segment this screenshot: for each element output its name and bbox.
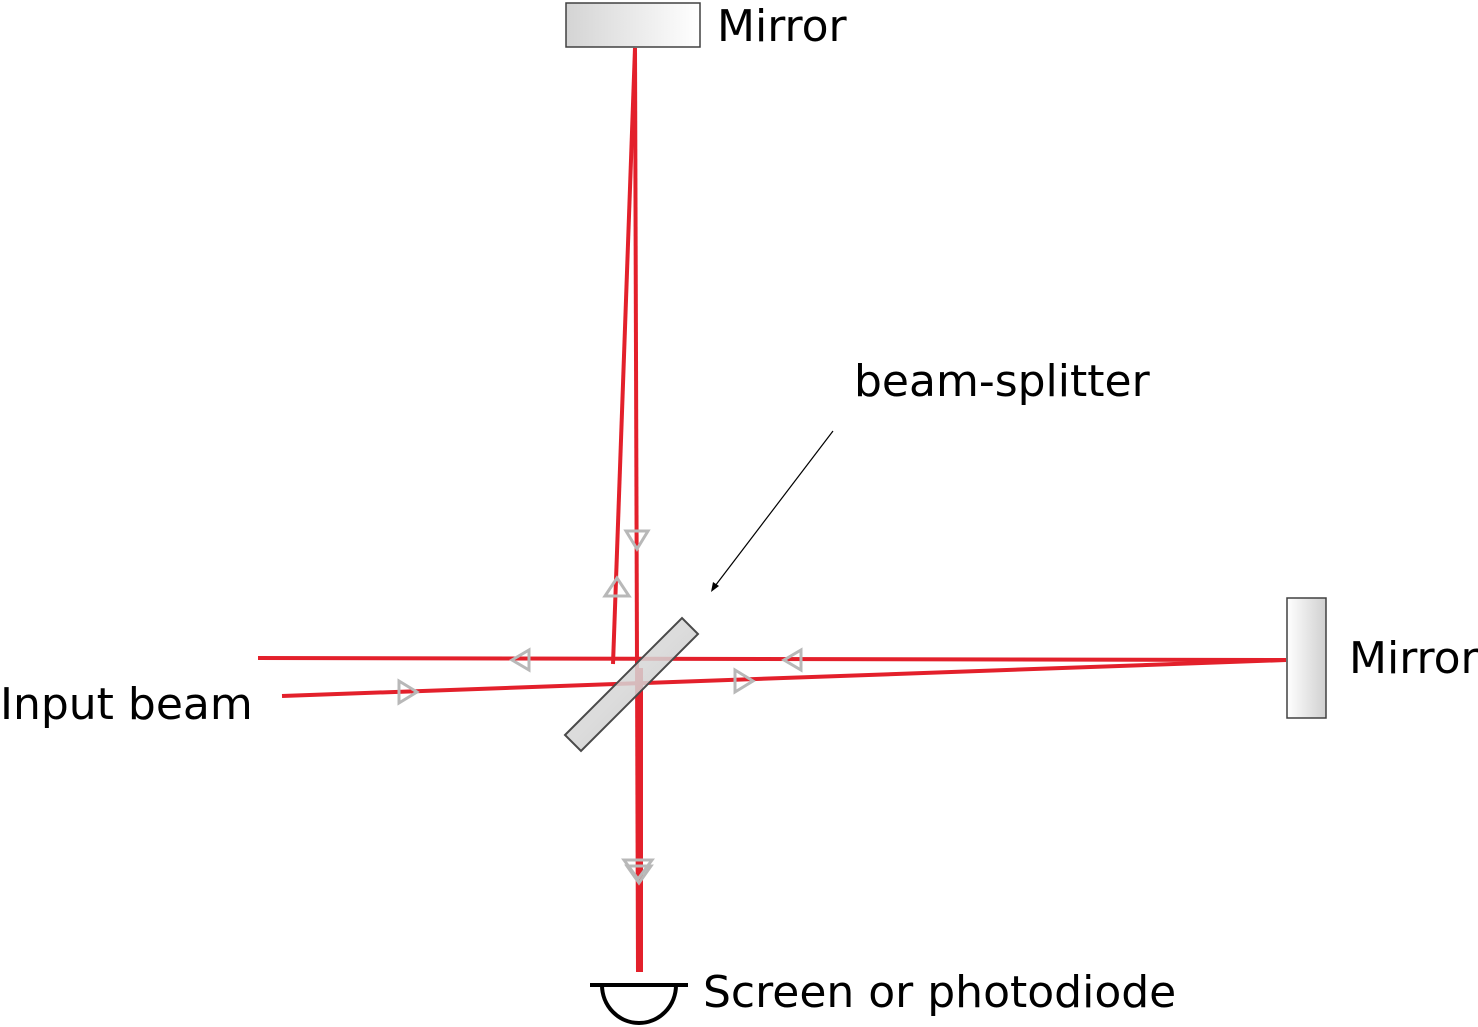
detector-icon: [590, 983, 688, 1025]
beam-to-top-mirror: [611, 47, 637, 665]
arrow-right-icon: [397, 678, 420, 706]
top-mirror-label: Mirror: [717, 1, 848, 52]
pointer-arrowhead: [711, 582, 719, 592]
beam-splitter-pointer: [711, 430, 834, 591]
beam-from-top-mirror: [633, 47, 640, 973]
return-beam-horizontal: [257, 656, 1287, 662]
beam-splitter-label: beam-splitter: [854, 356, 1151, 407]
beam-splitter-plate: [563, 616, 700, 753]
detector-label: Screen or photodiode: [703, 967, 1176, 1018]
right-mirror-label: Mirror: [1349, 633, 1478, 684]
beam-paths: [257, 47, 1287, 973]
right-mirror: [1286, 597, 1327, 719]
input-beam-label: Input beam: [0, 679, 253, 730]
arrow-down-icon: [624, 864, 654, 886]
direction-markers: [397, 529, 803, 886]
top-mirror: [565, 2, 701, 48]
input-beam-line: [281, 658, 1287, 698]
arrow-up-icon: [602, 575, 632, 598]
arrow-left-icon: [509, 647, 531, 673]
arrow-down-icon: [623, 529, 651, 552]
arrow-right-icon: [733, 667, 756, 695]
arrow-left-icon: [781, 647, 803, 673]
